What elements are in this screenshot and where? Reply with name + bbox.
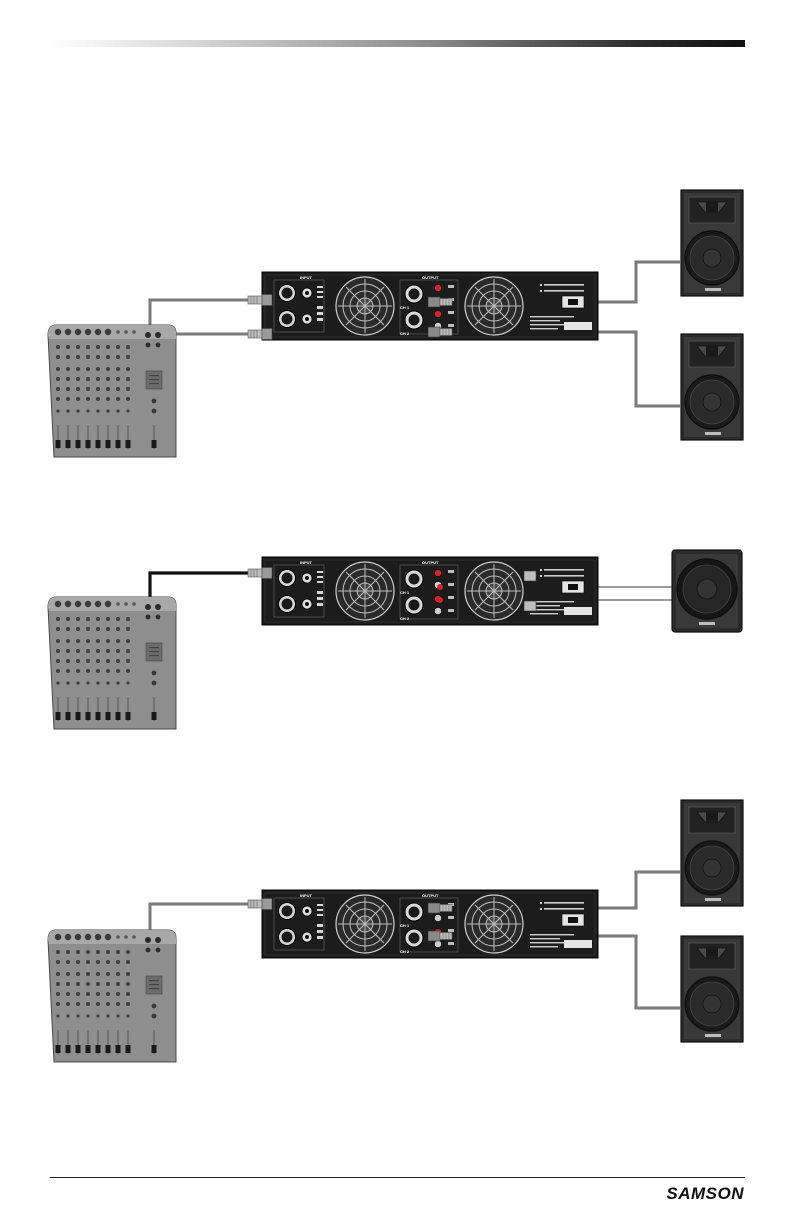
xlr-plug: [248, 568, 272, 579]
parallel-mode-diagram: INPUT OUTPUT CH 1 CH 2: [0, 790, 792, 1090]
output-label: OUTPUT: [422, 893, 439, 898]
binding-post-plus: [437, 597, 443, 603]
speakon-plug: [428, 903, 452, 913]
binding-post-plus: [437, 584, 443, 590]
speakon-plug: [428, 327, 452, 337]
speaker-cabinet-left: [681, 190, 743, 296]
xlr-plug: [248, 899, 272, 910]
ch2-label: CH 2: [400, 949, 410, 954]
stereo-mode-diagram: INPUT OUTPUT CH 1 CH 2: [0, 180, 792, 470]
ch1-label: CH 1: [400, 590, 410, 595]
speakon-plug: [428, 931, 452, 941]
header-gradient-bar: [50, 40, 745, 47]
ch1-label: CH 1: [400, 305, 410, 310]
ch1-label: CH 1: [400, 923, 410, 928]
output-label: OUTPUT: [422, 560, 439, 565]
output-cable-ch2: [440, 332, 680, 406]
mixer: [48, 597, 176, 729]
subwoofer-cabinet: [672, 550, 742, 632]
speaker-cabinet-left: [681, 800, 743, 906]
footer-rule: [50, 1177, 745, 1178]
amplifier-rear-panel: INPUT OUTPUT CH 1 CH 2: [262, 557, 598, 625]
input-label: INPUT: [300, 275, 313, 280]
input-label: INPUT: [300, 560, 313, 565]
speakon-plug: [428, 297, 452, 307]
mixer: [48, 325, 176, 457]
samson-logo: SAMSON: [666, 1184, 744, 1204]
input-label: INPUT: [300, 893, 313, 898]
mixer: [48, 930, 176, 1062]
amplifier-rear-panel: INPUT OUTPUT CH 1 CH 2: [262, 890, 598, 958]
ch2-label: CH 2: [400, 331, 410, 336]
xlr-plug: [248, 295, 272, 306]
speaker-cabinet-right: [681, 334, 743, 440]
output-label: OUTPUT: [422, 275, 439, 280]
bridge-mode-diagram: INPUT OUTPUT CH 1 CH 2: [0, 540, 792, 740]
speaker-cabinet-right: [681, 936, 743, 1042]
ch2-label: CH 2: [400, 616, 410, 621]
xlr-plug: [248, 329, 272, 340]
